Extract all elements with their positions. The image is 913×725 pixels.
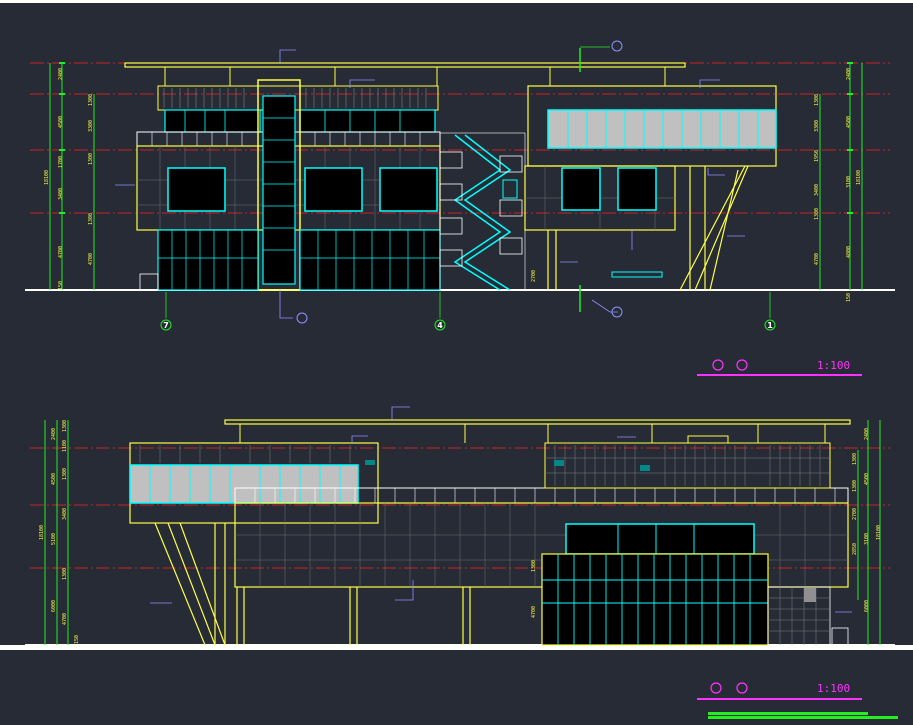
lower-dim-right-inner-3: 2700 [852,508,858,520]
upper-mid-window-3 [379,167,438,212]
upper-roof-balustrade [157,85,439,111]
lower-right-brick-block [767,586,831,646]
dim-left-6: 150 [58,281,64,290]
lower-diagonal-struts [154,522,226,646]
upper-top-window-right [299,109,436,133]
upper-ground-glazing-right [299,229,441,291]
dim-right-inner-6: 4700 [814,253,820,265]
lower-entrance-curtain-wall [541,553,769,646]
dim-left-5: 4700 [58,246,64,258]
dim-right-inner-1: 1300 [814,94,820,106]
upper-left-dimension: 2400 4500 1700 3400 4700 150 18100 1300 … [44,62,95,290]
dim-left-inner-3: 1300 [88,153,94,165]
lower-dim-left-1: 2400 [51,428,57,440]
upper-external-stair [439,132,526,291]
axis-label-7: 7 [163,321,169,330]
dim-right-inner-4: 3400 [814,184,820,196]
lower-dim-right-2: 4500 [864,473,870,485]
lower-leader-lines [150,406,852,613]
lower-dim-right-total: 18100 [876,525,882,540]
lower-dim-right-1: 2400 [864,428,870,440]
lower-dim-left-inner-4: 3400 [62,508,68,520]
upper-right-ribbon-window [547,109,777,149]
lower-dim-left-3: 5100 [51,533,57,545]
upper-grid-markers [165,40,771,324]
upper-right-diagonal-struts [547,165,749,291]
dim-right-3: 3100 [846,176,852,188]
axis-label-4: 4 [437,321,443,330]
lower-pilotis [236,587,471,645]
upper-elevation: 2400 4500 1700 3400 4700 150 18100 1300 … [25,40,895,376]
frame-mid-border [0,645,913,650]
lower-dim-right-3: 3100 [864,533,870,545]
lower-dim-entrance-2: 4700 [531,606,537,618]
dim-right-5: 150 [846,293,852,302]
lower-dim-right-inner-1: 1300 [852,453,858,465]
dim-right-inner-5: 1300 [814,208,820,220]
dim-left-1: 2400 [58,68,64,80]
dim-left-inner-5: 4700 [88,253,94,265]
dim-left-inner-1: 1300 [88,94,94,106]
dim-left-4: 3400 [58,188,64,200]
upper-stair-tower [257,79,301,291]
axis-label-1: 1 [767,321,773,330]
dim-right-inner-2: 3300 [814,120,820,132]
lower-dim-left-2: 4500 [51,473,57,485]
axis-bubble-7: 7 [160,319,172,331]
upper-right-dimension: 2400 4500 3100 4800 150 18100 1300 3300 … [814,62,863,302]
lower-dim-left-total: 18100 [39,525,45,540]
dim-left-inner-4: 1300 [88,213,94,225]
dim-left-3: 1700 [58,156,64,168]
lower-entrance-transom [565,523,755,555]
lower-left-ribbon-window [129,464,359,504]
lower-dim-right-4: 6000 [864,600,870,612]
upper-leader-lines [115,49,745,319]
upper-title-block: 1:100 [697,359,862,376]
lower-dim-left-4: 6000 [51,600,57,612]
dim-right-4: 4800 [846,246,852,258]
lower-dim-left-inner-1: 1300 [62,420,68,432]
axis-bubble-4: 4 [434,319,446,331]
lower-scale-text: 1:100 [817,682,850,695]
upper-balustrade-bars [163,88,427,108]
dim-under-bridge: 2700 [531,270,537,282]
upper-right-window-2 [617,167,657,211]
dim-right-inner-3: 1950 [814,150,820,162]
lower-dim-entrance-1: 1300 [531,560,537,572]
lower-dim-right-inner-4: 2850 [852,543,858,555]
dim-right-2: 4500 [846,116,852,128]
lower-dim-left-inner-6: 4700 [62,613,68,625]
lower-right-dimension: 2400 4500 3100 6000 18100 1300 1300 2700… [852,420,882,645]
upper-scale-text: 1:100 [817,359,850,372]
dim-left-2: 4500 [58,116,64,128]
lower-dim-left-inner-2: 1100 [62,440,68,452]
dim-right-total: 18100 [856,170,862,185]
upper-mid-window-1 [167,167,226,212]
lower-left-dimension: 2400 4500 5100 6000 150 18100 1300 1100 … [39,420,80,645]
upper-roof-posts [164,67,666,86]
lower-dim-left-inner-5: 1300 [62,568,68,580]
dim-right-1: 2400 [846,68,852,80]
axis-bubble-1: 1 [764,319,776,331]
upper-right-window-1 [561,167,601,211]
lower-roof-canopy [224,419,851,425]
lower-dim-left-5: 150 [74,635,80,644]
lower-elevation: 2400 4500 5100 6000 150 18100 1300 1100 … [25,406,898,719]
lower-roof-balustrade [544,442,831,489]
upper-roof-canopy [124,62,686,68]
lower-title-block: 1:100 [697,682,898,719]
dim-left-inner-2: 3300 [88,120,94,132]
lower-dim-left-inner-3: 1300 [62,468,68,480]
dim-left-total: 18100 [44,170,50,185]
upper-mid-window-2 [304,167,363,212]
frame-top-border [0,0,913,3]
lower-dim-right-inner-2: 1300 [852,480,858,492]
upper-ground-glazing-left [157,229,259,291]
upper-top-window-left [164,109,261,133]
